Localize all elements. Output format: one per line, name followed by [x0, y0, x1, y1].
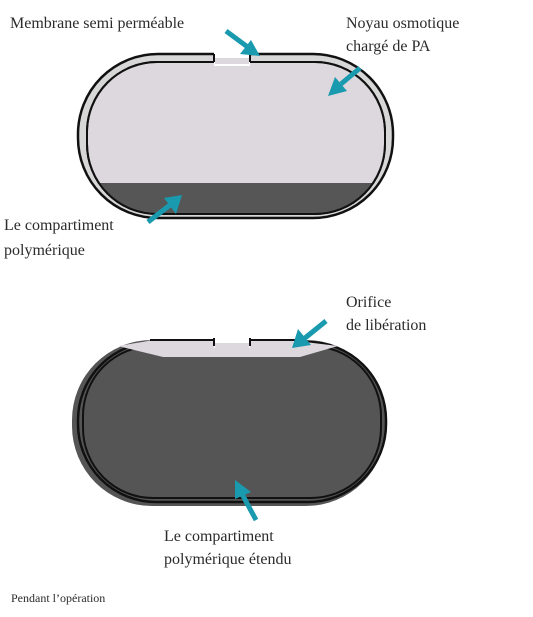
label-polymer-compartment-line2: polymérique [4, 242, 85, 259]
tablet-before [76, 50, 395, 220]
label-polymer-compartment-line1: Le compartiment [4, 217, 114, 234]
label-expanded-compartment-line2: polymérique étendu [164, 551, 292, 568]
arrow-expanded-compartment [235, 480, 259, 522]
caption: Pendant l’opération [11, 591, 106, 605]
label-orifice-line2: de libération [346, 317, 427, 334]
label-expanded-compartment-line1: Le compartiment [164, 528, 274, 545]
label-membrane: Membrane semi perméable [10, 15, 185, 32]
expanded-polymer-compartment [82, 345, 382, 499]
label-orifice-line1: Orifice [346, 294, 392, 311]
arrow-membrane [224, 28, 260, 56]
arrow-orifice [292, 319, 328, 348]
pointer-arrows [146, 28, 362, 522]
arrow-osmotic-core [328, 66, 362, 96]
label-osmotic-core-line2: chargé de PA [346, 38, 431, 55]
polymer-compartment-region [87, 183, 385, 214]
label-osmotic-core-line1: Noyau osmotique [346, 15, 460, 32]
tablet-during [72, 334, 388, 506]
arrow-polymer-compartment [146, 195, 182, 224]
